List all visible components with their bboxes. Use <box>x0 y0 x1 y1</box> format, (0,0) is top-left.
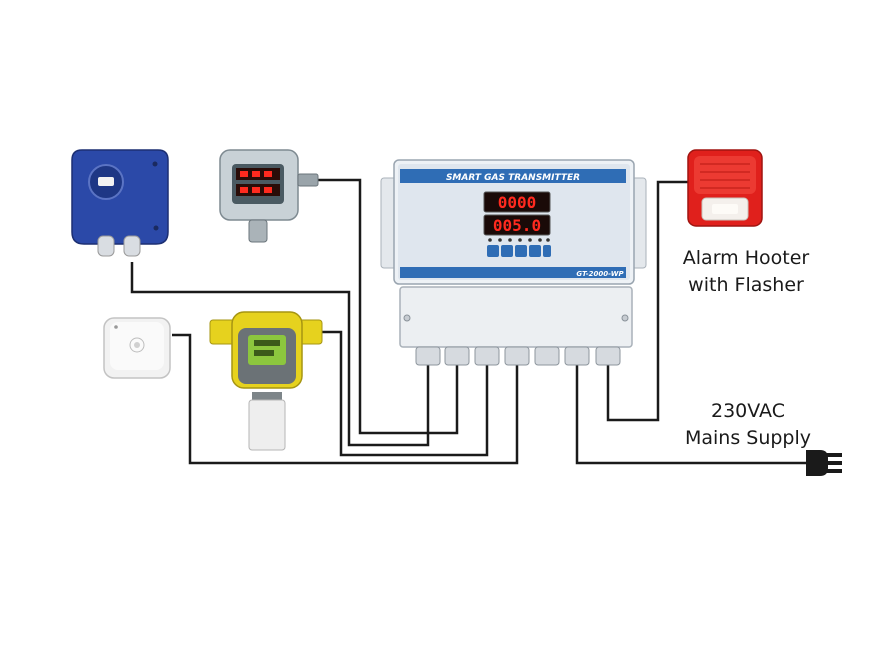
cable-gland-6 <box>564 346 590 366</box>
blue-detector-window <box>98 177 114 186</box>
cable-glands <box>415 346 621 366</box>
blue-detector-screw-2 <box>153 225 159 231</box>
keypad-button-5[interactable] <box>543 245 551 257</box>
cable-gland-7 <box>595 346 621 366</box>
wire-yellow-detector <box>321 330 489 457</box>
wire-flameproof-transmitter <box>318 178 459 435</box>
display-top-window <box>483 191 551 213</box>
keypad-button-3[interactable] <box>515 245 527 257</box>
status-led-row <box>488 238 550 242</box>
wire-ceiling-sensor <box>172 333 519 465</box>
ceiling-sensor-led <box>114 325 118 329</box>
alarm-label-line2: with Flasher <box>688 274 804 296</box>
hooter-flasher-bulb <box>712 204 738 214</box>
hooter-grille-slots <box>700 163 750 189</box>
terminal-screw-left <box>403 314 411 322</box>
cable-gland-1 <box>415 346 441 366</box>
flameproof-digits <box>240 171 272 193</box>
controller-title-band <box>400 169 626 183</box>
terminal-screw-right <box>621 314 629 322</box>
supply-label-line2: Mains Supply <box>685 427 811 449</box>
keypad-button-4[interactable] <box>529 245 541 257</box>
keypad-button-2[interactable] <box>501 245 513 257</box>
keypad-button-1[interactable] <box>487 245 499 257</box>
cable-gland-2 <box>444 346 470 366</box>
ceiling-sensor-grille <box>129 337 145 353</box>
wire-blue-detector <box>130 262 430 447</box>
cable-gland-3 <box>474 346 500 366</box>
alarm-label-line1: Alarm Hooter <box>683 247 810 269</box>
smart-gas-transmitter: SMART GAS TRANSMITTER 0000 005.0 GT-2000… <box>380 159 647 366</box>
blue-detector-gland-right <box>123 235 141 257</box>
display-bottom-value: 005.0 <box>493 216 541 235</box>
plug-pin-bottom <box>826 469 842 473</box>
blue-gas-detector <box>71 149 169 257</box>
controller-title: SMART GAS TRANSMITTER <box>446 173 580 183</box>
hooter-grille <box>694 156 756 194</box>
yellow-detector-lcd-line <box>254 340 280 346</box>
plug-body <box>806 450 828 476</box>
yellow-detector-sensor-housing <box>248 399 286 451</box>
flameproof-sensor-head <box>248 219 268 243</box>
yellow-gas-detector <box>209 311 323 451</box>
display-bottom-window <box>483 214 551 236</box>
cable-gland-5 <box>534 346 560 366</box>
wire-alarm-hooter <box>606 180 690 422</box>
plug-pin-middle <box>826 461 842 465</box>
supply-label-line1: 230VAC <box>711 400 785 422</box>
mains-plug <box>806 450 842 476</box>
display-top-value: 0000 <box>498 193 537 212</box>
flameproof-side-gland <box>297 173 319 187</box>
wiring <box>130 178 808 465</box>
blue-detector-screw <box>152 161 158 167</box>
ceiling-sensor-grille-center <box>134 342 140 348</box>
controller-keypad <box>487 245 551 257</box>
controller-model: GT-2000-WP <box>576 270 624 278</box>
controller-bottom-band <box>400 267 626 278</box>
flameproof-gas-transmitter <box>219 149 319 243</box>
wire-mains-supply <box>575 365 808 465</box>
yellow-detector-lcd-line-2 <box>254 350 274 356</box>
ceiling-gas-sensor <box>103 317 171 379</box>
alarm-hooter-flasher <box>687 149 763 227</box>
cable-gland-4 <box>504 346 530 366</box>
controller-terminal-box <box>399 286 633 348</box>
blue-detector-gland-left <box>97 235 115 257</box>
yellow-detector-collar <box>252 392 282 400</box>
plug-pin-top <box>826 453 842 457</box>
